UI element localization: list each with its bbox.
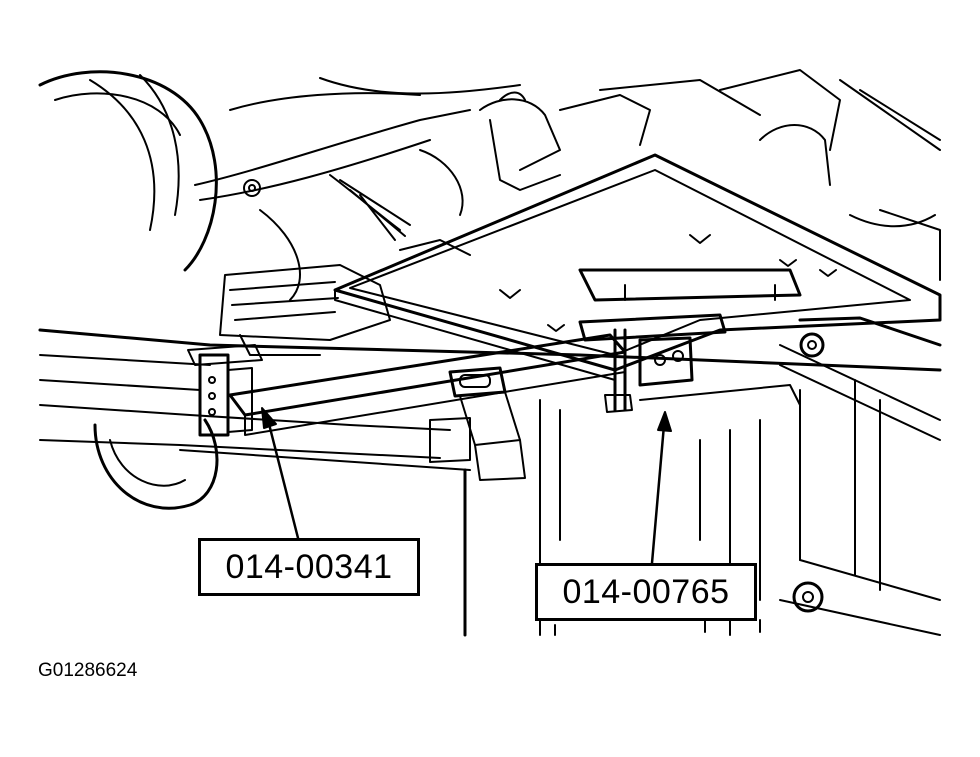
- suspension-arm: [195, 78, 520, 300]
- frame-rail: [40, 330, 940, 470]
- part-number-callout-2: 014-00765: [535, 563, 757, 621]
- oil-pan: [220, 265, 390, 355]
- figure-id: G01286624: [38, 660, 138, 681]
- right-frame-bolts: [780, 318, 940, 635]
- support-plate: [335, 155, 940, 380]
- engine-components: [400, 70, 940, 280]
- callout-leader-1: [262, 408, 298, 538]
- tire: [40, 72, 217, 508]
- callout-leader-2: [652, 412, 671, 563]
- lift-column: [465, 380, 880, 635]
- clamp-bracket: [580, 270, 800, 412]
- lift-receiver: [430, 368, 525, 480]
- part-number-callout-1: 014-00341: [198, 538, 420, 596]
